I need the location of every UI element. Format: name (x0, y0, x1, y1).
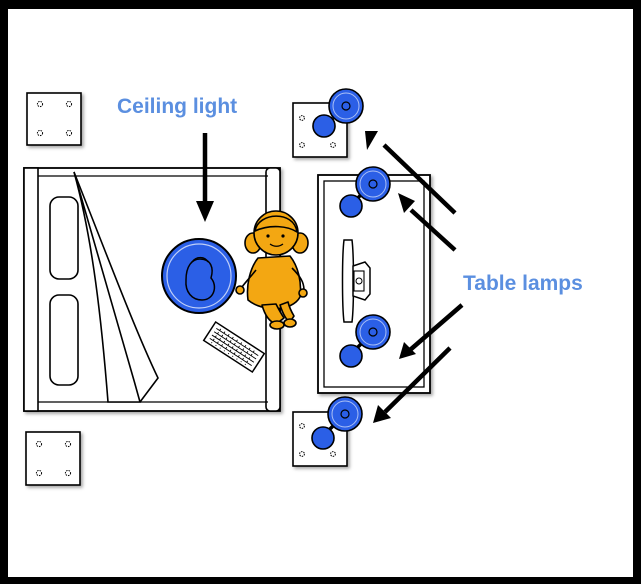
lamp-arrow-1 (382, 143, 457, 215)
lamp-arrow-2 (409, 208, 457, 252)
ceiling-light-icon (161, 238, 237, 314)
girl-figure (235, 210, 309, 330)
table-lamp-icon (311, 396, 363, 450)
nightstand-top (26, 92, 82, 146)
arrows (196, 131, 464, 423)
monitor-icon (341, 239, 371, 323)
table-lamp-icon (312, 88, 364, 138)
desk-icon (317, 174, 431, 394)
ceiling-light-label: Ceiling light (117, 95, 237, 118)
table-lamp-icon (339, 314, 391, 368)
table-lamps-label: Table lamps (463, 272, 583, 295)
nightstand-bottom (25, 431, 81, 486)
lamp-arrow-3 (408, 303, 464, 352)
table-lamp-icon (339, 166, 391, 218)
keyboard-icon (202, 320, 266, 374)
lamp-arrow-4 (383, 346, 452, 414)
